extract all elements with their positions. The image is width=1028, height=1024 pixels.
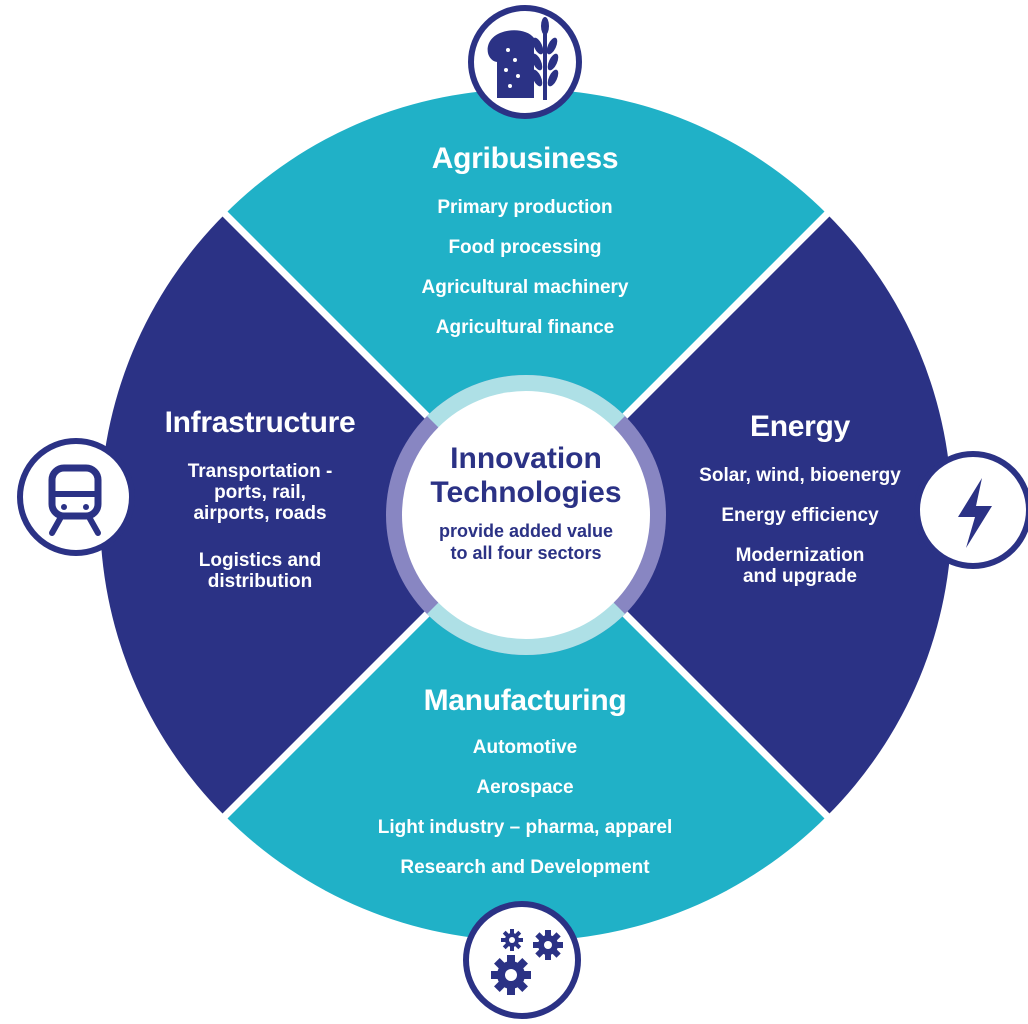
agribusiness-sector	[225, 89, 827, 515]
agribusiness-items: Primary production Food processing Agric…	[340, 188, 710, 348]
energy-items: Solar, wind, bioenergy Energy efficiency	[670, 456, 930, 536]
infrastructure-item-transportation: Transportation - ports, rail, airports, …	[130, 461, 390, 524]
agribusiness-title: Agribusiness	[431, 142, 619, 175]
list-item: Research and Development	[400, 857, 650, 878]
list-item: Solar, wind, bioenergy	[699, 465, 901, 486]
infrastructure-item-logistics: Logistics and distribution	[130, 550, 390, 592]
item-line: Transportation -	[187, 461, 333, 482]
center-subtitle-line: to all four sectors	[450, 543, 602, 563]
item-line: airports, roads	[193, 503, 327, 524]
list-item: Agricultural finance	[435, 317, 615, 338]
energy-title: Energy	[750, 410, 850, 443]
center-circle	[402, 391, 650, 639]
center-title: Innovation Technologies	[410, 442, 642, 510]
manufacturing-sector	[225, 515, 827, 941]
center-title-line: Innovation	[450, 442, 602, 475]
list-item: Food processing	[448, 237, 602, 258]
item-line: and upgrade	[742, 566, 857, 587]
list-item: Energy efficiency	[721, 505, 879, 526]
manufacturing-items: Automotive Aerospace Light industry – ph…	[310, 728, 740, 888]
item-line: distribution	[207, 571, 313, 592]
item-line: Modernization	[735, 545, 865, 566]
energy-sector	[526, 214, 952, 816]
train-icon	[17, 438, 135, 556]
infrastructure-sector	[100, 214, 526, 816]
item-line: ports, rail,	[214, 482, 306, 503]
center-subtitle: provide added value to all four sectors	[410, 520, 642, 564]
bread-wheat-icon	[468, 5, 582, 119]
energy-item-modernization: Modernization and upgrade	[670, 545, 930, 587]
list-item: Automotive	[472, 737, 578, 758]
gears-icon	[463, 901, 581, 1019]
list-item: Agricultural machinery	[421, 277, 629, 298]
center-title-line: Technologies	[430, 476, 622, 509]
infrastructure-title: Infrastructure	[164, 406, 356, 439]
list-item: Aerospace	[476, 777, 574, 798]
manufacturing-title: Manufacturing	[423, 684, 627, 717]
list-item: Primary production	[437, 197, 613, 218]
center-subtitle-line: provide added value	[438, 521, 614, 541]
list-item: Light industry – pharma, apparel	[377, 817, 673, 838]
item-line: Logistics and	[198, 550, 322, 571]
lightning-bolt-icon	[914, 451, 1028, 569]
